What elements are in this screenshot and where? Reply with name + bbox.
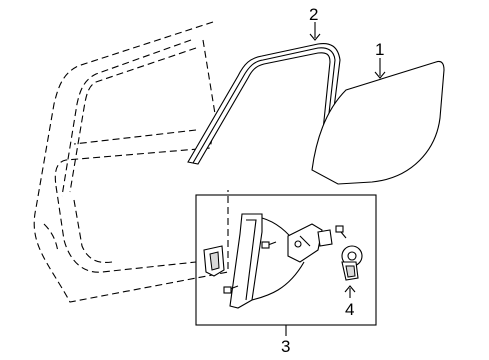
door-glass: [311, 60, 445, 185]
callout-1: 1: [375, 40, 384, 59]
regulator-clip: [203, 245, 225, 277]
window-regulator: [229, 213, 333, 309]
callout-3: 3: [281, 337, 290, 356]
bolt: [261, 241, 277, 249]
bolt: [335, 225, 347, 239]
bolt: [223, 285, 239, 294]
callout-4: 4: [345, 300, 354, 319]
leader-lines: [285, 22, 386, 336]
regulator-motor: [341, 245, 363, 281]
door-outline: [33, 21, 229, 303]
callout-2: 2: [309, 5, 318, 24]
